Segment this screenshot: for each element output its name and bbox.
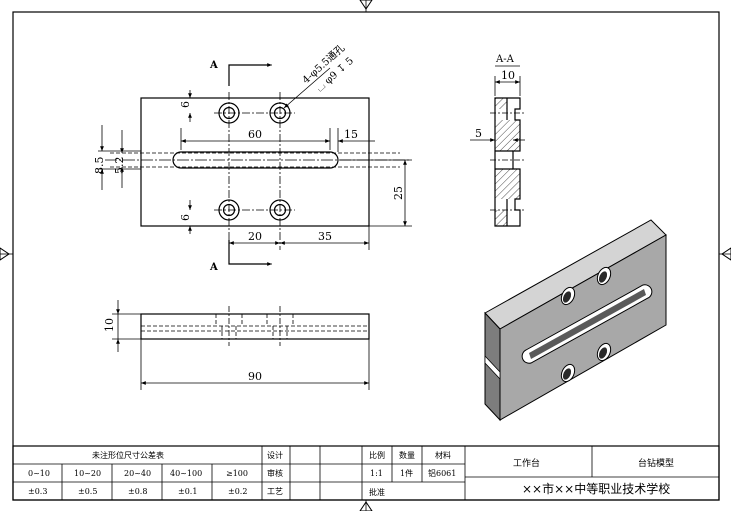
dim-label: 5	[475, 127, 482, 140]
section-marker-top: A	[209, 60, 218, 71]
tolerance-value: ±0.5	[78, 487, 97, 496]
role-process-label: 工艺	[267, 487, 283, 496]
part-name: 工作台	[513, 457, 540, 469]
dim-label: 90	[248, 370, 262, 383]
tolerance-range: 20~40	[124, 469, 151, 478]
school-name: ××市××中等职业技术学校	[522, 481, 670, 496]
iso-hole	[560, 363, 576, 383]
tolerance-value: ±0.1	[178, 487, 197, 496]
tolerance-value: ±0.3	[28, 487, 47, 496]
quantity-value: 1件	[400, 468, 413, 478]
dim-label: 8.5	[93, 157, 106, 175]
dim-label: 25	[392, 186, 405, 200]
iso-hole	[560, 286, 576, 306]
tolerance-value: ±0.2	[228, 487, 247, 496]
isometric-view	[484, 219, 667, 422]
section-title: A-A	[495, 54, 515, 65]
tolerance-range: 10~20	[74, 469, 101, 478]
role-design-label: 设计	[267, 450, 283, 460]
dim-label: 10	[103, 318, 116, 332]
section-view: A-A 10 5	[470, 54, 525, 227]
top-view: A A 4-φ5.5通孔 ⌴ φ9 ↧ 5 6 60 15 8.5 5.2	[93, 42, 412, 273]
dim-label: 6	[179, 214, 192, 221]
dim-label: 15	[344, 128, 358, 141]
dim-label: 20	[248, 230, 262, 243]
tolerance-range: ≥100	[226, 469, 248, 478]
material-value: 铝6061	[428, 468, 456, 478]
dim-label: 35	[318, 230, 332, 243]
iso-hole	[596, 342, 612, 362]
quantity-label: 数量	[399, 450, 415, 460]
dim-label: 5.2	[113, 157, 126, 175]
scale-value: 1:1	[370, 469, 383, 478]
tolerance-value: ±0.8	[128, 487, 147, 496]
scale-label: 比例	[369, 450, 385, 460]
dim-label: 6	[179, 101, 192, 108]
dim-label: 10	[501, 69, 515, 82]
tolerance-range: 40~100	[170, 469, 202, 478]
tolerance-range: 0~10	[28, 469, 50, 478]
front-view: 10 90	[103, 300, 370, 390]
role-review-label: 审核	[267, 468, 283, 478]
iso-hole	[596, 266, 612, 286]
tolerance-title: 未注形位尺寸公差表	[92, 450, 164, 460]
material-label: 材料	[435, 450, 451, 460]
approve-label: 批准	[369, 487, 385, 497]
title-block: 未注形位尺寸公差表 0~10 10~20 20~40 40~100 ≥100 ±…	[12, 445, 720, 501]
section-marker-bottom: A	[209, 262, 218, 273]
drawing-name: 台钻模型	[638, 457, 674, 469]
dim-label: 60	[248, 128, 262, 141]
